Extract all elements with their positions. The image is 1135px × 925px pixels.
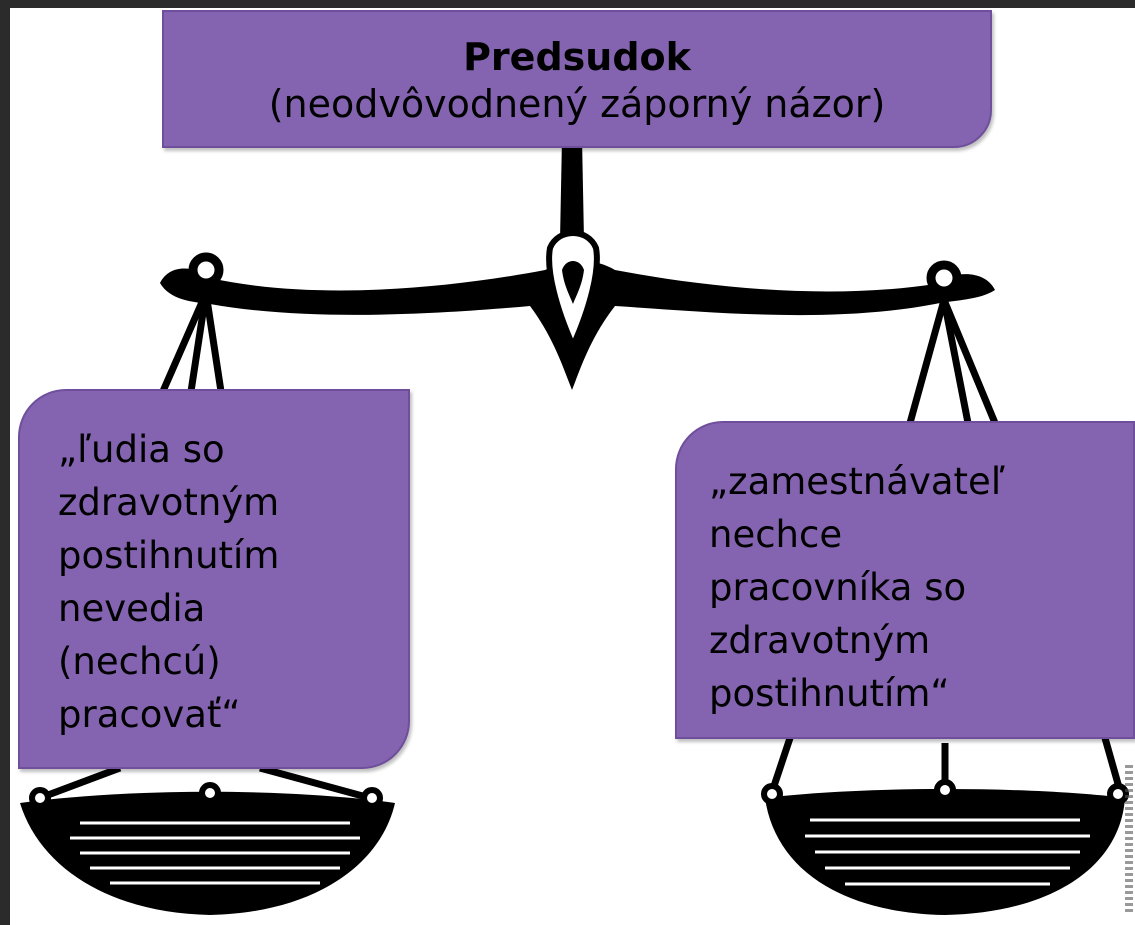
left-pan-label: „ľudia so zdravotným postihnutím nevedia… — [18, 389, 410, 769]
title-heading: Predsudok — [463, 35, 691, 79]
right-pan-text: „zamestnávateľ nechce pracovníka so zdra… — [709, 460, 1005, 715]
right-hook — [926, 260, 962, 296]
left-pan — [20, 782, 395, 915]
image-credit-mark — [1125, 765, 1133, 915]
right-pan — [761, 779, 1129, 915]
title-subtitle: (neodvôvodnený záporný názor) — [268, 82, 886, 126]
balance-scale-illustration — [20, 138, 1129, 915]
left-hook — [188, 252, 224, 288]
left-pan-text: „ľudia so zdravotným postihnutím nevedia… — [58, 428, 280, 736]
scale-post — [560, 138, 584, 240]
slide: Predsudok (neodvôvodnený záporný názor) … — [10, 8, 1135, 925]
left-strings — [38, 291, 371, 802]
right-pan-label: „zamestnávateľ nechce pracovníka so zdra… — [675, 421, 1135, 739]
title-box: Predsudok (neodvôvodnený záporný názor) — [162, 10, 992, 148]
